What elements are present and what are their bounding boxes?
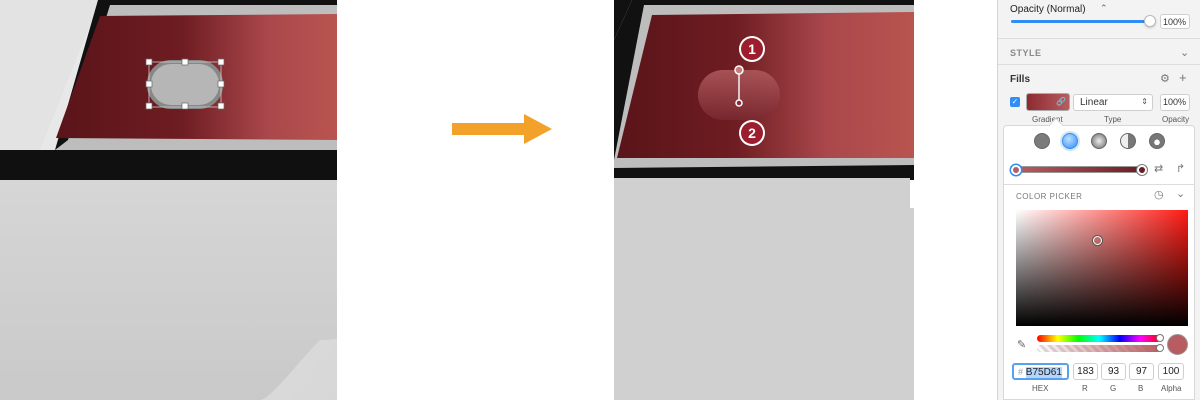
- eyedropper-icon[interactable]: ✎: [1017, 339, 1027, 351]
- before-illustration: [0, 0, 337, 400]
- divider: [998, 38, 1200, 39]
- type-sublabel: Type: [1104, 115, 1122, 124]
- fill-color-swatch[interactable]: [1026, 93, 1070, 111]
- inspector-panel: Opacity (Normal) ⌃ 100% STYLE ⌄ Fills ⚙ …: [997, 0, 1200, 400]
- svg-text:2: 2: [748, 125, 756, 141]
- green-label: G: [1110, 384, 1117, 393]
- hex-field[interactable]: # B75D61: [1012, 363, 1069, 380]
- gradient-stop-end[interactable]: [1137, 165, 1147, 175]
- add-fill-icon[interactable]: +: [1179, 70, 1187, 85]
- color-picker-popover: ⇄ ↱ COLOR PICKER ◷ ⌄ ✎ # B75D61 183 93 9…: [1003, 117, 1195, 400]
- chevron-down-icon[interactable]: ⌄: [1180, 47, 1190, 59]
- angular-gradient-icon[interactable]: [1120, 133, 1136, 149]
- opacity-slider-knob[interactable]: [1144, 15, 1156, 27]
- opacity-row: Opacity (Normal) ⌃: [1010, 3, 1190, 17]
- red-field[interactable]: 183: [1073, 363, 1098, 380]
- gradient-stop-start[interactable]: [1011, 165, 1021, 175]
- hue-slider-knob[interactable]: [1156, 334, 1164, 342]
- opacity-slider[interactable]: [1011, 20, 1151, 23]
- divider: [1004, 184, 1194, 185]
- blend-mode-stepper-icon[interactable]: ⌃: [1100, 3, 1108, 13]
- alpha-slider-knob[interactable]: [1156, 344, 1164, 352]
- rotate-icon[interactable]: ↱: [1176, 163, 1186, 175]
- swap-icon[interactable]: ⇄: [1154, 163, 1164, 175]
- opacity-value-field[interactable]: 100%: [1160, 14, 1190, 29]
- fill-opacity-field[interactable]: 100%: [1160, 94, 1190, 111]
- fill-type-value: Linear: [1080, 97, 1108, 108]
- divider: [998, 64, 1200, 65]
- fill-type-select[interactable]: Linear ⇕: [1073, 94, 1153, 111]
- alpha-field[interactable]: 100: [1158, 363, 1184, 380]
- saturation-value-area[interactable]: [1016, 210, 1188, 326]
- chevron-updown-icon: ⇕: [1141, 97, 1148, 106]
- car-taillight-after: [614, 0, 914, 400]
- linear-gradient-icon[interactable]: [1062, 133, 1078, 149]
- fill-sublabel: Gradient: [1032, 115, 1063, 124]
- link-icon: 🔗: [1056, 97, 1066, 106]
- green-field[interactable]: 93: [1101, 363, 1126, 380]
- chevron-down-icon[interactable]: ⌄: [1176, 188, 1186, 200]
- opacity-label[interactable]: Opacity (Normal): [1010, 4, 1086, 15]
- alpha-label: Alpha: [1161, 384, 1182, 393]
- hex-label: HEX: [1032, 384, 1049, 393]
- color-picker-knob[interactable]: [1093, 236, 1102, 245]
- clock-icon[interactable]: ◷: [1154, 189, 1164, 201]
- right-arrow-icon: [452, 114, 552, 144]
- svg-text:1: 1: [748, 41, 756, 57]
- after-illustration: 1 2: [614, 0, 914, 400]
- solid-fill-icon[interactable]: [1034, 133, 1050, 149]
- color-picker-label: COLOR PICKER: [1016, 192, 1083, 201]
- blue-label: B: [1138, 384, 1144, 393]
- red-label: R: [1082, 384, 1088, 393]
- step-two-badge: 2: [739, 120, 765, 146]
- style-heading: STYLE: [1010, 48, 1042, 58]
- hex-value: B75D61: [1025, 367, 1062, 378]
- color-preview-swatch: [1167, 334, 1188, 355]
- image-fill-icon[interactable]: [1149, 133, 1165, 149]
- gear-icon[interactable]: ⚙: [1160, 73, 1170, 85]
- car-taillight-before: [0, 0, 337, 400]
- hue-slider[interactable]: [1037, 334, 1164, 342]
- step-one-badge: 1: [739, 36, 765, 62]
- fill-enabled-checkbox[interactable]: ✓: [1010, 97, 1020, 107]
- radial-gradient-icon[interactable]: [1091, 133, 1107, 149]
- opacity-sublabel: Opacity: [1162, 115, 1190, 124]
- blue-field[interactable]: 97: [1129, 363, 1154, 380]
- gradient-bar[interactable]: [1016, 166, 1142, 173]
- fills-heading: Fills: [1010, 74, 1031, 85]
- alpha-slider[interactable]: [1037, 344, 1164, 352]
